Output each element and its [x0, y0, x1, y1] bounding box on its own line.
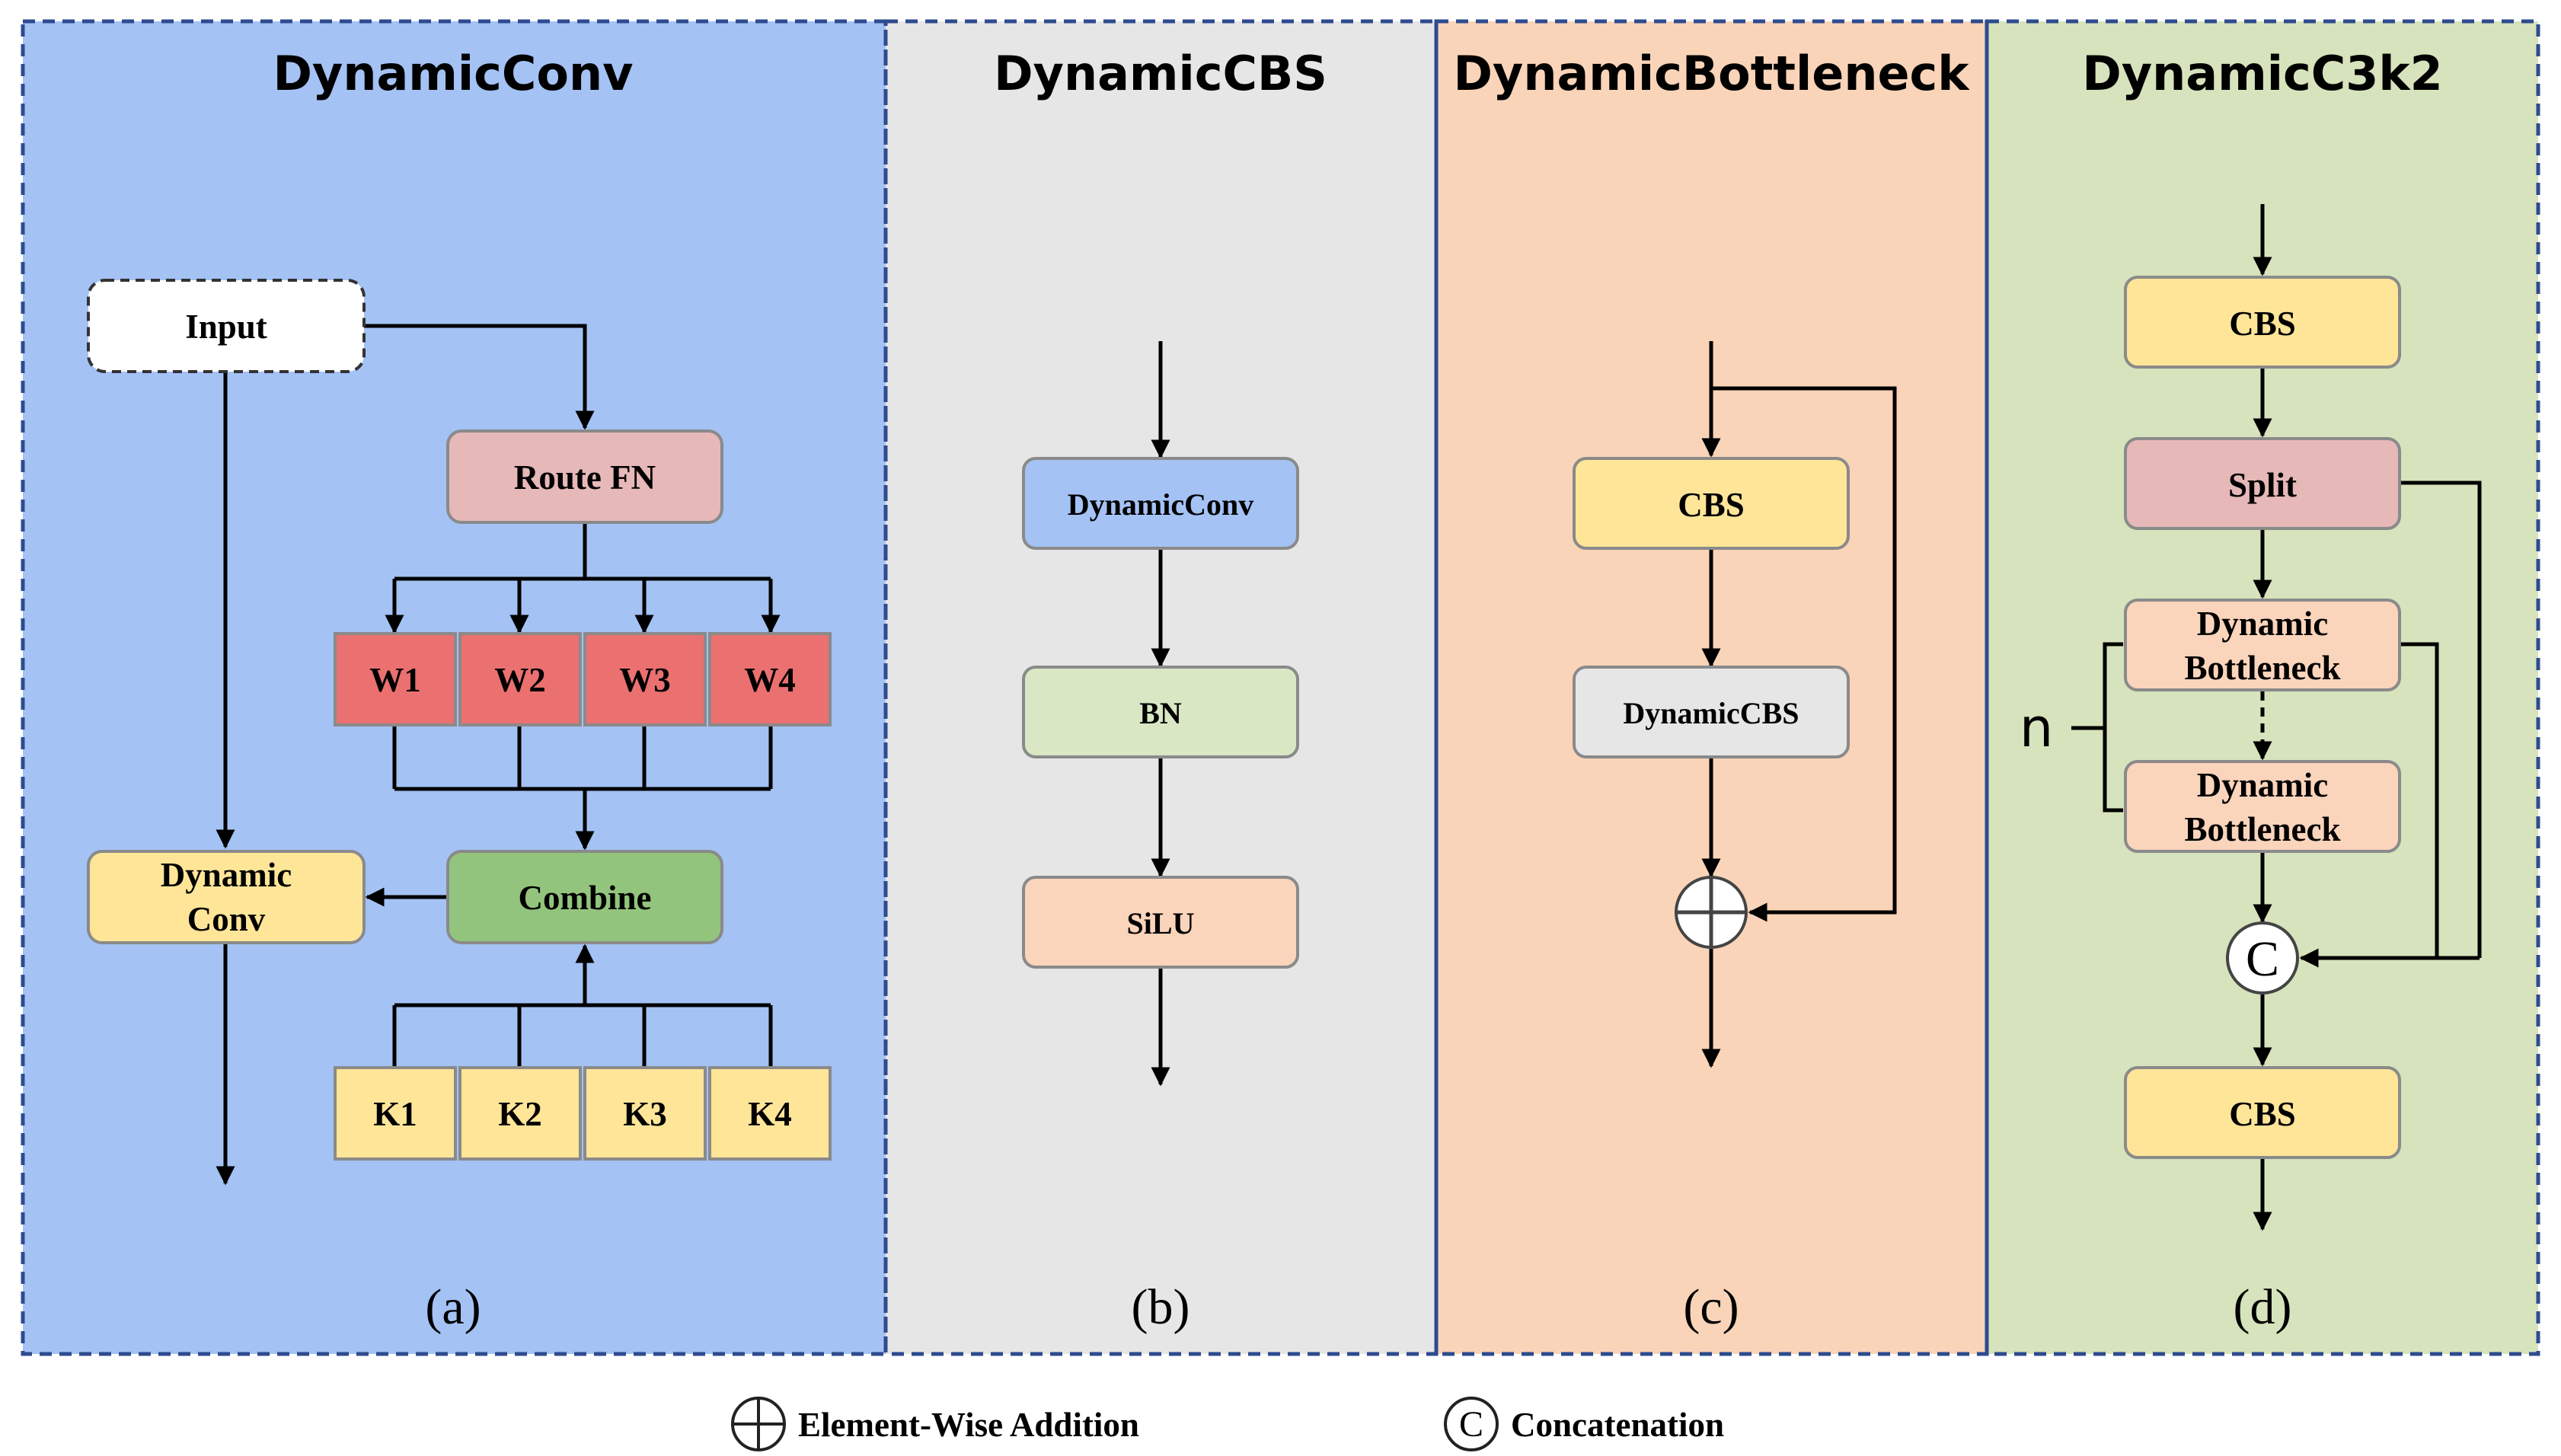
k3-label: K3	[623, 1095, 667, 1133]
k1-label: K1	[373, 1095, 417, 1133]
route-fn-node	[446, 429, 723, 524]
d-cbs-bottom-node	[2124, 1066, 2401, 1159]
d-bottleneck1-line1: Dynamic	[2197, 605, 2329, 643]
concatenation-node: C	[2226, 921, 2299, 995]
route-fn-label: Route FN	[514, 458, 656, 497]
n-label: n	[2020, 697, 2053, 759]
b-silu-label: SiLU	[1127, 906, 1195, 940]
edge-input-to-route	[364, 324, 595, 430]
k3-node	[583, 1066, 707, 1161]
edge-d-split-bypass	[2400, 481, 2482, 958]
input-node	[87, 279, 366, 373]
dynamic-conv-label-line1: Dynamic	[161, 856, 292, 894]
d-cbs-top-label: CBS	[2229, 305, 2296, 343]
k2-node	[458, 1066, 582, 1161]
w4-node	[708, 632, 832, 726]
w2-node	[458, 632, 582, 726]
d-bottleneck2-line1: Dynamic	[2197, 766, 2329, 804]
c-dynamic-cbs-label: DynamicCBS	[1623, 696, 1799, 730]
d-bottleneck1-line2: Bottleneck	[2185, 649, 2341, 687]
b-bn-node	[1022, 666, 1299, 758]
w3-node	[583, 632, 707, 726]
legend-concat-label: Concatenation	[1511, 1406, 1724, 1444]
w1-node	[334, 632, 457, 726]
w4-label: W4	[744, 661, 796, 699]
d-bottleneck2-node	[2124, 760, 2401, 853]
panel-d-title: DynamicC3k2	[2082, 46, 2442, 101]
combine-node	[446, 850, 723, 944]
w3-label: W3	[619, 661, 671, 699]
c-cbs-node	[1573, 457, 1850, 550]
panel-c-border	[1434, 19, 1989, 1356]
d-bottleneck1-node	[2124, 599, 2401, 691]
legend-concat-icon: C	[1444, 1397, 1499, 1451]
edge-c-residual	[1711, 386, 1897, 922]
k1-node	[334, 1066, 457, 1161]
panel-d-border	[1985, 19, 2540, 1356]
panel-c-title: DynamicBottleneck	[1453, 46, 1970, 101]
concat-symbol: C	[2246, 931, 2279, 987]
element-wise-addition-node	[1675, 876, 1748, 949]
edge-k-drops	[392, 1005, 773, 1066]
d-bottleneck2-line2: Bottleneck	[2185, 810, 2341, 848]
edge-d-bn1-bypass	[2400, 642, 2439, 958]
b-silu-node	[1022, 876, 1299, 969]
w1-label: W1	[369, 661, 421, 699]
legend-addition-icon	[731, 1397, 786, 1451]
panel-b-title: DynamicCBS	[994, 46, 1327, 101]
b-dynamic-conv-node	[1022, 457, 1299, 550]
n-brace	[2071, 642, 2123, 813]
c-cbs-label: CBS	[1678, 486, 1745, 524]
d-split-node	[2124, 437, 2401, 530]
w2-label: W2	[494, 661, 546, 699]
d-split-label: Split	[2228, 466, 2297, 504]
k4-node	[708, 1066, 832, 1161]
panel-c-caption: (c)	[1683, 1279, 1739, 1335]
edge-w-drops	[392, 726, 773, 789]
dynamic-conv-label-line2: Conv	[187, 900, 266, 938]
k4-label: K4	[748, 1095, 792, 1133]
panel-d-caption: (d)	[2234, 1279, 2292, 1335]
d-cbs-top-node	[2124, 276, 2401, 369]
combine-label: Combine	[518, 879, 651, 917]
panel-a-caption: (a)	[425, 1279, 481, 1335]
k2-label: K2	[498, 1095, 542, 1133]
b-dynamic-conv-label: DynamicConv	[1068, 487, 1253, 522]
input-label: Input	[185, 308, 267, 346]
legend-concat-symbol: C	[1459, 1404, 1483, 1445]
dynamic-conv-node	[87, 850, 366, 944]
b-bn-label: BN	[1139, 696, 1182, 730]
legend-addition-label: Element-Wise Addition	[798, 1406, 1139, 1444]
panel-a-title: DynamicConv	[273, 46, 633, 101]
d-cbs-bottom-label: CBS	[2229, 1095, 2296, 1133]
panel-b-caption: (b)	[1132, 1279, 1190, 1335]
c-dynamic-cbs-node	[1573, 666, 1850, 758]
